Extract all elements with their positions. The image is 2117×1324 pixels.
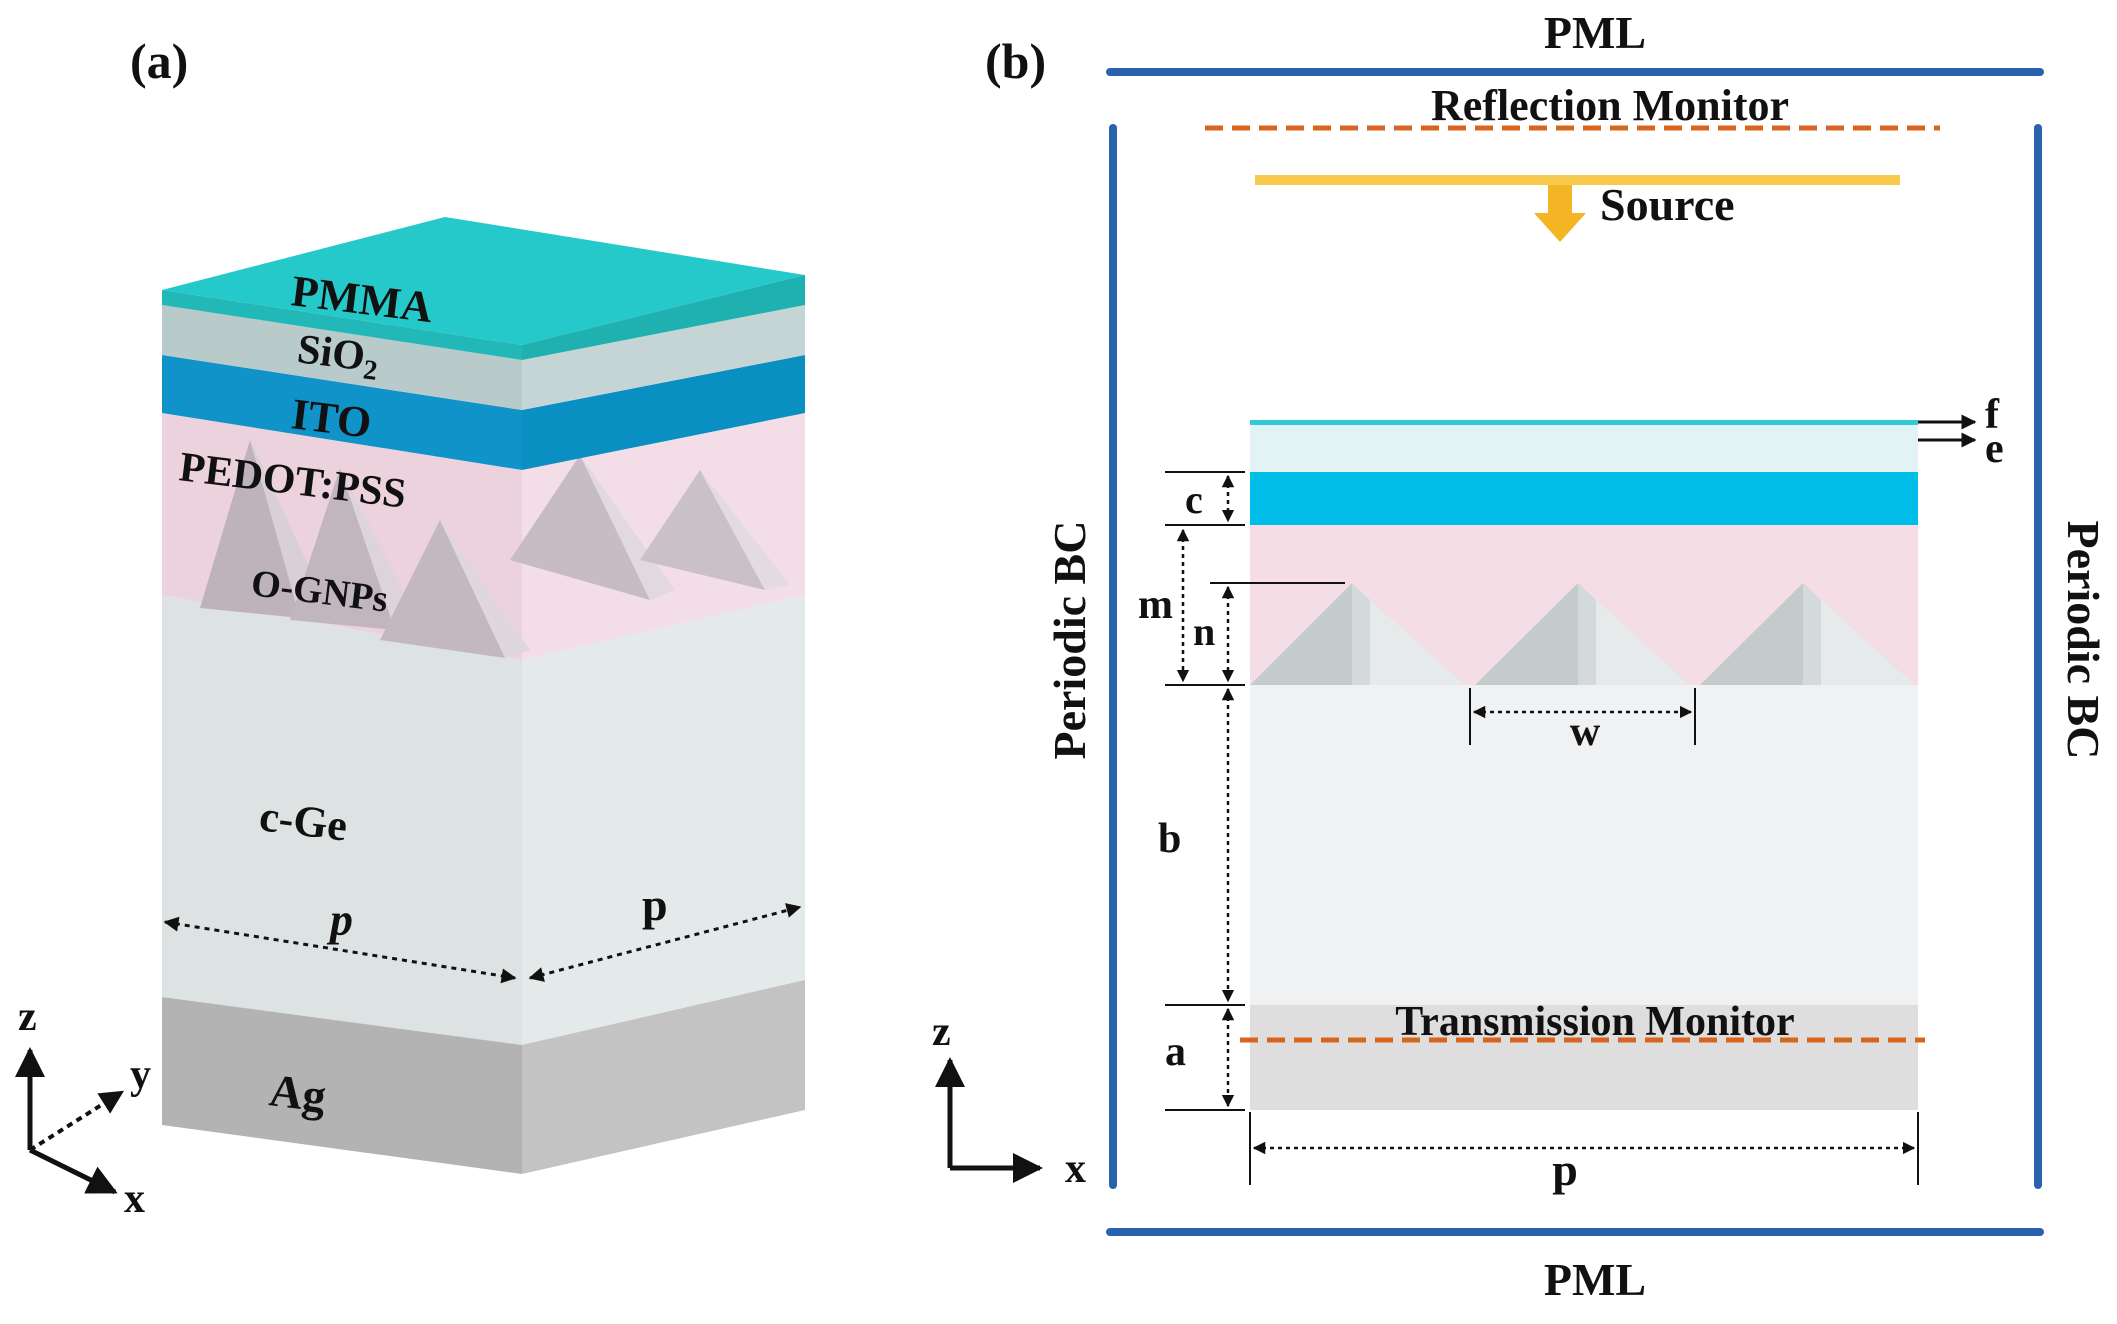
y-axis-a-label: y bbox=[130, 1052, 151, 1098]
z-axis-b-label: z bbox=[932, 1009, 951, 1055]
ito-label: ITO bbox=[289, 389, 374, 447]
source-arrow-icon bbox=[1534, 185, 1586, 242]
n-label: n bbox=[1193, 609, 1215, 654]
pml-top-label: PML bbox=[1544, 7, 1646, 58]
panel-a: (a) bbox=[14, 33, 805, 1222]
periodic-right-label: Periodic BC bbox=[2058, 521, 2109, 760]
w-label: w bbox=[1570, 709, 1601, 755]
p-front-label: p bbox=[326, 894, 353, 945]
axes-b: z x bbox=[932, 1009, 1086, 1192]
ag-layer-b bbox=[1250, 1005, 1918, 1110]
x-axis-b-label: x bbox=[1065, 1146, 1086, 1192]
x-axis-a-label: x bbox=[124, 1176, 145, 1222]
reflection-monitor-label: Reflection Monitor bbox=[1431, 81, 1789, 130]
a-label: a bbox=[1165, 1029, 1186, 1075]
panel-b: (b) PML PML Periodic BC Periodic BC Refl… bbox=[932, 7, 2109, 1305]
panel-a-label: (a) bbox=[130, 33, 188, 89]
c-label: c bbox=[1185, 477, 1203, 522]
ag-label: Ag bbox=[267, 1064, 329, 1121]
sio2-layer bbox=[162, 305, 805, 410]
periodic-left-label: Periodic BC bbox=[1044, 521, 1095, 760]
x-axis-a bbox=[28, 1147, 118, 1195]
sio2-layer-b bbox=[1250, 424, 1918, 472]
p-side-label: p bbox=[642, 879, 668, 930]
source-label: Source bbox=[1600, 179, 1735, 230]
z-axis-a-label: z bbox=[18, 994, 37, 1040]
b-label: b bbox=[1158, 816, 1181, 862]
ognps-pyramids bbox=[200, 440, 790, 658]
pyramids-b bbox=[1250, 583, 1915, 685]
e-label: e bbox=[1985, 426, 2004, 472]
pmma-layer-b bbox=[1250, 420, 1918, 425]
structure-b bbox=[1250, 420, 1918, 1110]
axes-a: z y x bbox=[14, 994, 151, 1222]
pmma-layer bbox=[162, 217, 805, 360]
transmission-monitor-label: Transmission Monitor bbox=[1395, 999, 1794, 1045]
p-side-dimension bbox=[528, 903, 802, 982]
y-axis-a bbox=[28, 1090, 125, 1152]
ito-layer-b bbox=[1250, 472, 1918, 525]
cge-layer-b bbox=[1250, 685, 1918, 1005]
m-label: m bbox=[1138, 582, 1173, 628]
ito-layer bbox=[162, 355, 805, 470]
f-label: f bbox=[1985, 392, 2000, 438]
pml-bottom-label: PML bbox=[1544, 1254, 1646, 1305]
cge-label: c-Ge bbox=[257, 791, 350, 850]
p-label-b: p bbox=[1552, 1144, 1578, 1195]
sio2-label: SiO2 bbox=[294, 326, 381, 387]
panel-b-label: (b) bbox=[985, 33, 1046, 89]
